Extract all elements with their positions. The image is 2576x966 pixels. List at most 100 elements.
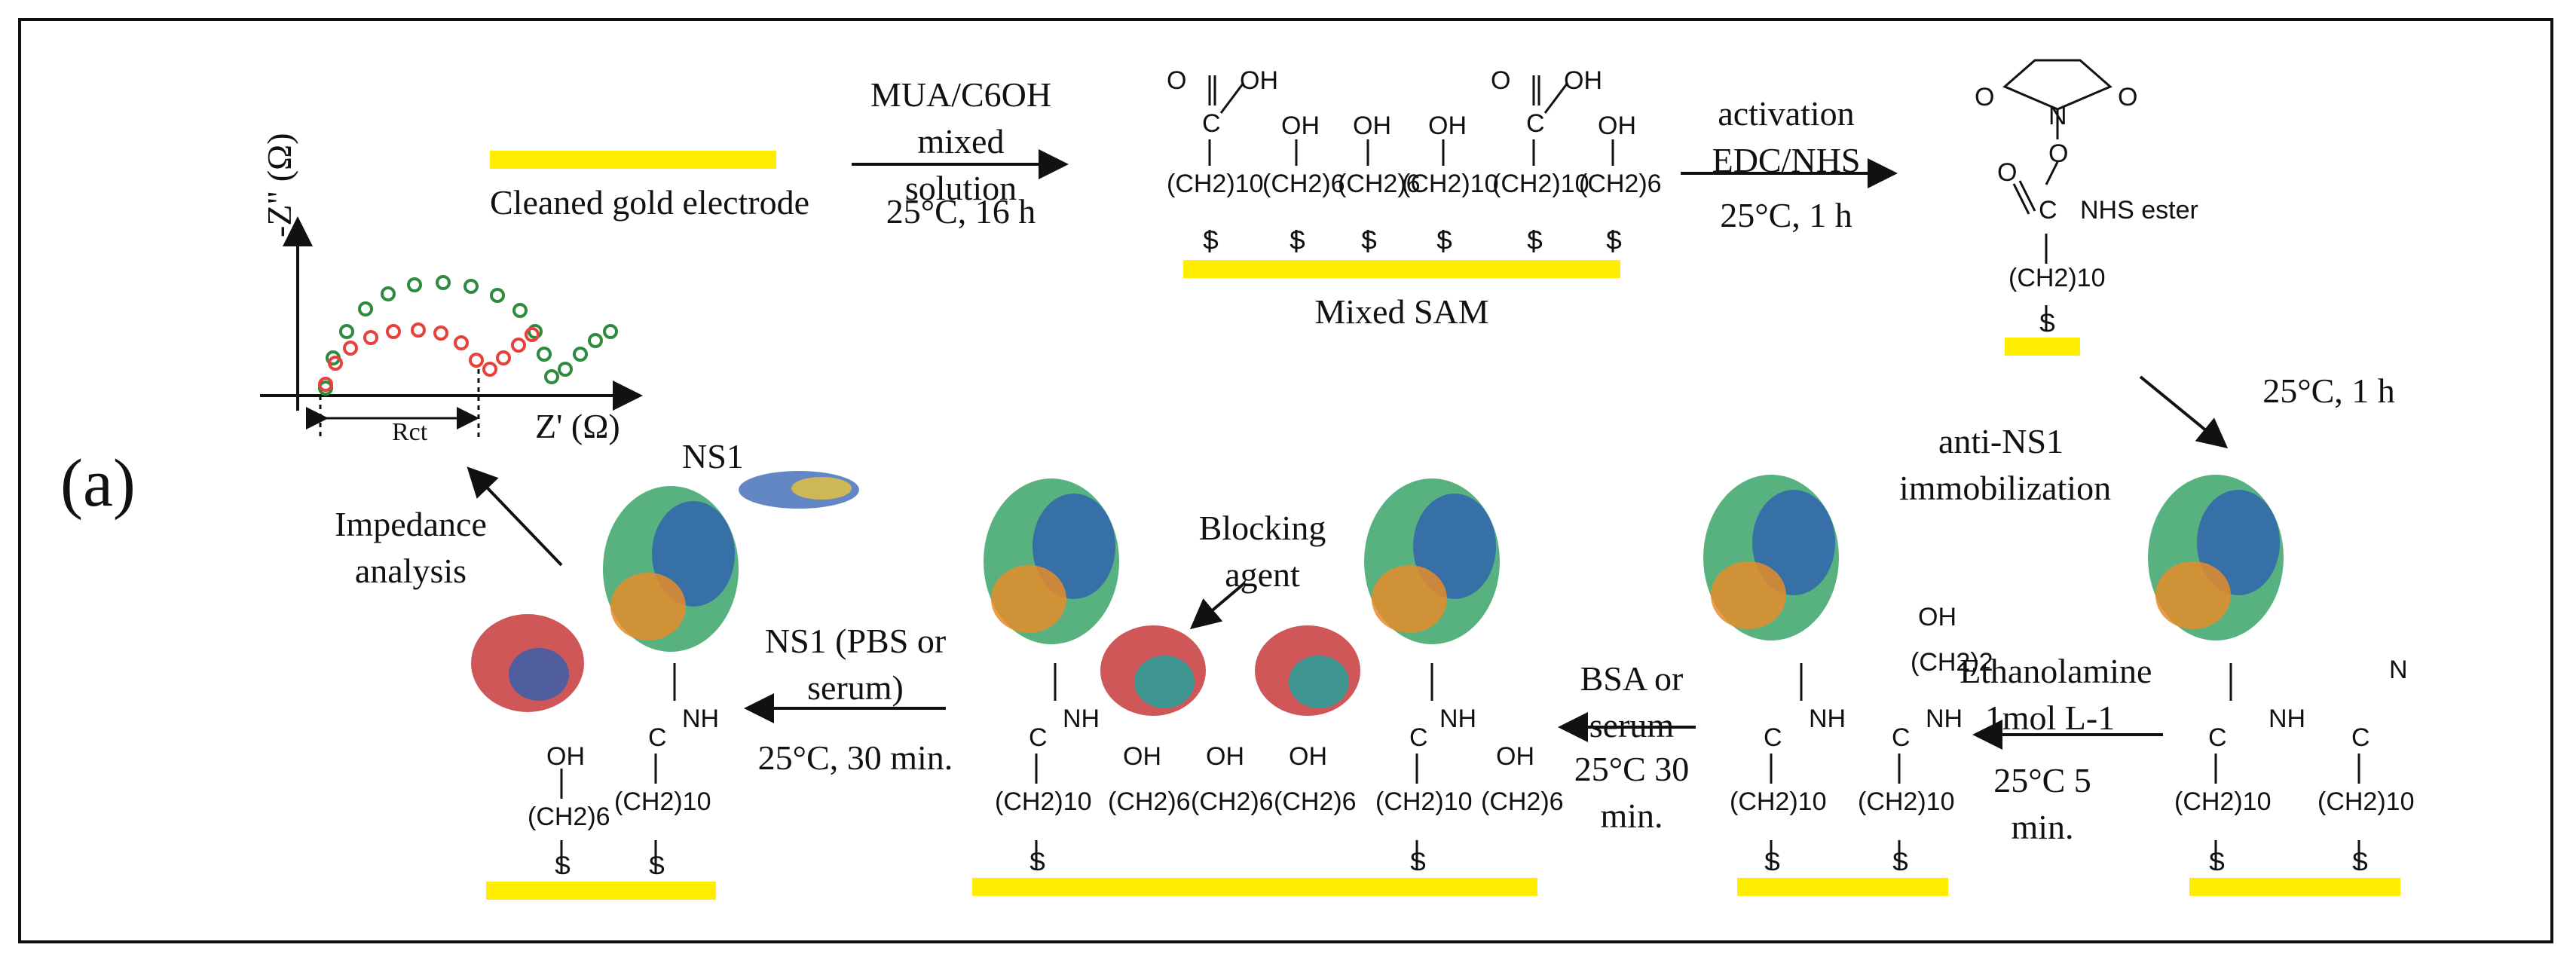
chem-c: C — [1892, 723, 1911, 752]
chem-oh: OH — [1564, 66, 1602, 95]
chem-oh: OH — [1281, 112, 1320, 140]
chem-ch2-10: (CH2)10 — [1402, 170, 1499, 198]
chem-s: S — [1360, 226, 1378, 255]
arrow-step3 — [2139, 375, 2229, 449]
chem-o: O — [1491, 66, 1511, 95]
chem-c: C — [2208, 723, 2227, 752]
nyquist-x-label: Z' (Ω) — [535, 407, 620, 445]
gold-electrode-blocked — [972, 878, 1537, 896]
chem-s: S — [554, 851, 571, 880]
step5-conditions: BSA or serum — [1580, 659, 1684, 745]
chem-n: N — [2389, 656, 2408, 684]
chem-ch2-6: (CH2)6 — [1481, 787, 1564, 816]
chem-ch2-10: (CH2)10 — [2317, 787, 2415, 816]
arrow-step7 — [467, 466, 563, 567]
chem-nh: NH — [2269, 705, 2306, 733]
chem-oh: OH — [1918, 603, 1956, 631]
step3-conditions: anti-NS1 immobilization — [1899, 422, 2112, 508]
chem-oh: OH — [1123, 742, 1161, 771]
chem-c: C — [648, 723, 667, 752]
ns1-protein — [739, 471, 859, 509]
chem-nh: NH — [1439, 705, 1477, 733]
nyquist-red-series — [318, 323, 540, 392]
chem-ch2-6: (CH2)6 — [528, 802, 610, 831]
gold-electrode-bare — [490, 151, 776, 169]
gold-electrode-antibody — [2189, 878, 2400, 896]
chem-c: C — [1202, 109, 1221, 138]
bsa-proteins — [471, 614, 1360, 716]
gold-electrode-ethanolamine — [1737, 878, 1948, 896]
chem-s: S — [2351, 848, 2369, 876]
chem-nh: NH — [1809, 705, 1846, 733]
chem-ch2-6: (CH2)6 — [1579, 170, 1662, 198]
chem-nh: NH — [682, 705, 720, 733]
chem-ch2-6: (CH2)6 — [1191, 787, 1274, 816]
panel-label: (a) — [60, 446, 136, 521]
chem-ch2-10: (CH2)10 — [614, 787, 711, 816]
chem-oh: OH — [1598, 112, 1636, 140]
arrow-blocking-agent — [1189, 582, 1245, 630]
gold-electrode-ns1 — [486, 882, 716, 900]
chem-o: O — [1975, 83, 1995, 112]
step5-time: 25°C 30 min. — [1574, 750, 1690, 836]
step6-time: 25°C, 30 min. — [757, 738, 953, 777]
step4-conditions: Ethanolamine 1mol L-1 — [1960, 652, 2152, 738]
chem-s: S — [1764, 848, 1781, 876]
antibody-proteins — [603, 475, 2284, 652]
chem-nh: NH — [1926, 705, 1963, 733]
chem-o: O — [1997, 158, 2018, 187]
chem-s: S — [1409, 848, 1427, 876]
chem-ch2-10: (CH2)10 — [2174, 787, 2272, 816]
chem-ch2-6: (CH2)6 — [1274, 787, 1357, 816]
chem-o: O — [1167, 66, 1187, 95]
step3-time: 25°C, 1 h — [2262, 371, 2395, 410]
chem-s: S — [1289, 226, 1306, 255]
step1-time: 25°C, 16 h — [886, 192, 1036, 231]
chem-s: S — [1526, 226, 1543, 255]
nyquist-green-series — [318, 275, 618, 396]
chem-nh: NH — [1063, 705, 1100, 733]
chem-oh: OH — [1289, 742, 1327, 771]
figure-frame — [18, 18, 2553, 943]
gold-electrode-nhs — [2005, 338, 2080, 356]
chem-c: C — [1764, 723, 1782, 752]
nhs-ring — [2002, 59, 2113, 330]
chem-ch2-6: (CH2)6 — [1262, 170, 1345, 198]
chem-s: S — [1605, 226, 1623, 255]
chem-c: C — [2351, 723, 2370, 752]
impedance-analysis-label: Impedance analysis — [335, 505, 487, 591]
chem-o: O — [2048, 139, 2069, 168]
chem-oh: OH — [1428, 112, 1467, 140]
chem-ch2-6: (CH2)6 — [1338, 170, 1421, 198]
chem-c: C — [1409, 723, 1428, 752]
chem-ch2-2: (CH2)2 — [1911, 648, 1993, 677]
ns1-label: NS1 — [682, 437, 744, 475]
chem-s: S — [1029, 848, 1046, 876]
chem-c: C — [1526, 109, 1545, 138]
chem-s: S — [2039, 309, 2056, 338]
chem-ch2-10: (CH2)10 — [995, 787, 1092, 816]
chem-ch2-10: (CH2)10 — [1167, 170, 1264, 198]
chem-n: N — [2048, 102, 2067, 130]
mixed-sam-label: Mixed SAM — [1314, 292, 1489, 331]
step1-conditions: MUA/C6OH mixed solution — [870, 75, 1052, 208]
chem-ch2-10: (CH2)10 — [1492, 170, 1589, 198]
nhs-ester-label: NHS ester — [2080, 196, 2198, 225]
chem-oh: OH — [1496, 742, 1534, 771]
chem-s: S — [1202, 226, 1219, 255]
chem-oh: OH — [1240, 66, 1278, 95]
chem-ch2-6: (CH2)6 — [1108, 787, 1191, 816]
chem-ch2-10: (CH2)10 — [1375, 787, 1473, 816]
sam-chains — [1208, 75, 1614, 252]
chem-s: S — [1892, 848, 1909, 876]
step6-conditions: NS1 (PBS or serum) — [764, 622, 947, 708]
chem-oh: OH — [546, 742, 585, 771]
chem-s: S — [1436, 226, 1453, 255]
cleaned-gold-label: Cleaned gold electrode — [490, 183, 810, 222]
bottom-linkers — [560, 663, 2360, 874]
step4-time: 25°C 5 min. — [1993, 761, 2091, 847]
chem-s: S — [2208, 848, 2226, 876]
chem-ch2-10: (CH2)10 — [1858, 787, 1955, 816]
step2-time: 25°C, 1 h — [1720, 196, 1852, 234]
